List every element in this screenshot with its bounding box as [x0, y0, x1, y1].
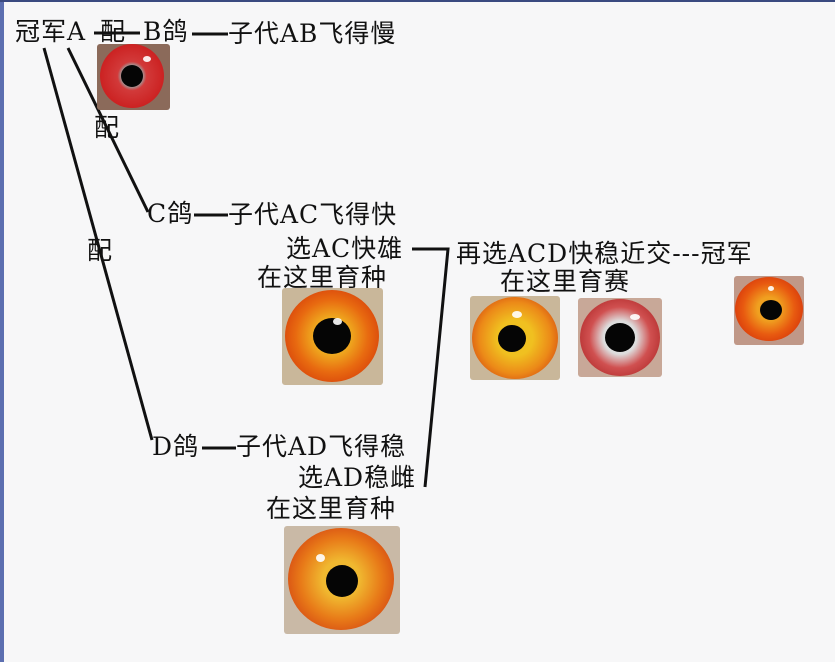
breed-here-label-1: 在这里育种 — [257, 263, 388, 292]
offspring-ac-label: 子代AC飞得快 — [228, 200, 398, 229]
window-edge — [0, 0, 4, 662]
select-ac-label: 选AC快雄 — [286, 234, 404, 263]
line-a-to-c — [66, 47, 150, 213]
b-pigeon-label: B鸽 — [143, 17, 189, 46]
pair-label-top: 配 — [100, 17, 127, 46]
c-pigeon-label: C鸽 — [147, 199, 194, 228]
eye-image-ad — [284, 526, 400, 634]
eye-image-ac — [282, 288, 383, 385]
offspring-ad-label: 子代AD飞得稳 — [236, 432, 407, 461]
eye-image-acd-2 — [578, 298, 662, 377]
pair-label-mid: 配 — [94, 113, 121, 142]
eye-image-b — [97, 44, 170, 110]
window-top-border — [0, 0, 835, 2]
d-pigeon-label: D鸽 — [152, 432, 200, 461]
eye-image-acd-1 — [470, 296, 560, 380]
line-a-to-d — [42, 47, 154, 441]
champion-a-label: 冠军A — [15, 17, 87, 46]
offspring-ab-label: 子代AB飞得慢 — [228, 19, 397, 48]
breed-here-label-2: 在这里育种 — [266, 494, 397, 523]
line-selected-to-acd — [412, 247, 450, 488]
race-here-label: 在这里育赛 — [500, 267, 631, 296]
pair-label-low: 配 — [87, 236, 114, 265]
eye-image-champion — [734, 276, 804, 345]
reselect-acd-label: 再选ACD快稳近交---冠军 — [456, 239, 753, 268]
select-ad-label: 选AD稳雌 — [298, 463, 417, 492]
